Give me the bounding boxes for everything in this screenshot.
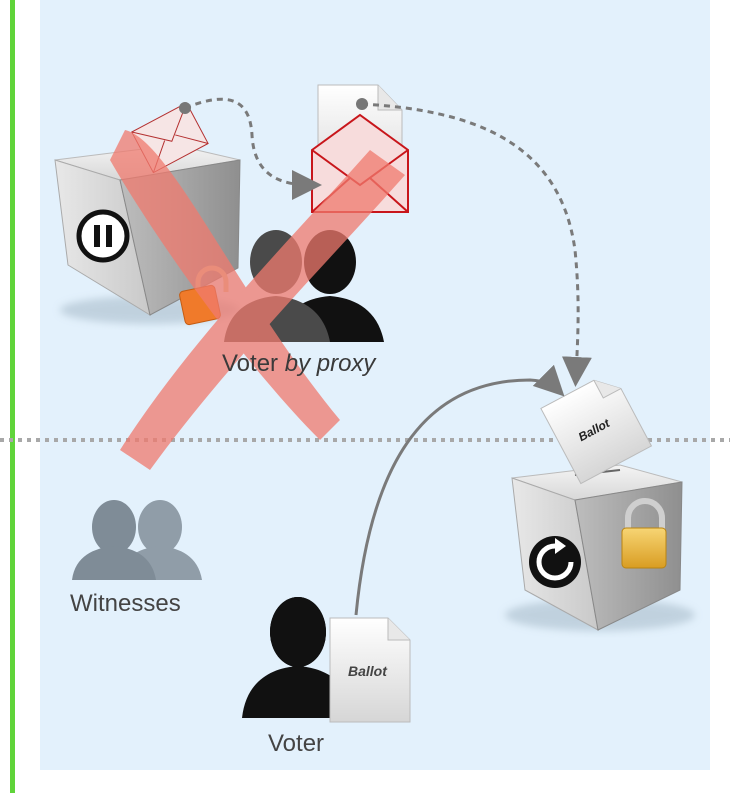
timeline-border xyxy=(10,0,15,793)
arrow-origin-dot xyxy=(356,98,368,110)
arrow-origin-dot xyxy=(179,102,191,114)
voter-by-proxy-label: Voter by proxy xyxy=(222,350,375,378)
ballot-label: Ballot xyxy=(348,663,388,679)
voter-label: Voter xyxy=(268,730,324,758)
voter-by-proxy-italic: by proxy xyxy=(285,350,376,377)
active-ballot-box xyxy=(505,465,695,631)
witnesses-label: Witnesses xyxy=(70,590,181,618)
voter-ballot: Ballot xyxy=(330,618,410,722)
refresh-icon xyxy=(529,536,581,588)
pause-icon xyxy=(79,212,127,260)
voter-by-proxy-main: Voter xyxy=(222,350,278,377)
